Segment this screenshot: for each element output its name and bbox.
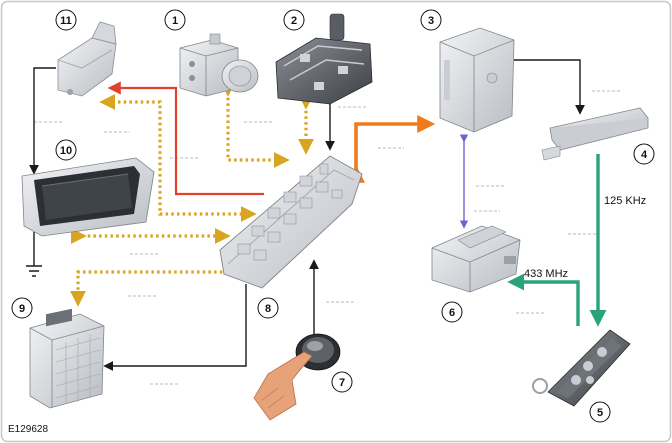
can-bus-links: [70, 80, 314, 307]
callout-label-8: 8: [265, 303, 271, 315]
callout-label-2: 2: [291, 15, 297, 27]
callout-2: 2: [283, 9, 305, 31]
rf-frequency-label: 433 MHz: [524, 268, 568, 280]
callout-9: 9: [11, 297, 33, 319]
wire-3-4: [514, 59, 585, 115]
hardwired-links: [26, 59, 585, 371]
engine-control-module-icon: [29, 308, 105, 409]
pressing-finger-icon: [253, 351, 313, 421]
rf-signal-5-6: [507, 273, 580, 326]
callout-6: 6: [441, 301, 463, 323]
figure-reference-code: E129628: [8, 424, 48, 435]
callout-8: 8: [257, 297, 279, 319]
callout-label-3: 3: [428, 15, 434, 27]
can-link-11-8: [118, 100, 257, 222]
callout-7: 7: [331, 371, 353, 393]
callout-label-9: 9: [19, 303, 25, 315]
callout-1: 1: [164, 9, 186, 31]
callout-label-4: 4: [641, 149, 648, 161]
lf-antenna-icon: [541, 107, 649, 161]
wire-11-10: [29, 67, 56, 175]
callout-4: 4: [633, 143, 655, 165]
keyless-vehicle-module-icon: [439, 27, 515, 133]
steering-column-lock-icon: [57, 21, 117, 97]
abs-module-icon: [179, 33, 259, 97]
callout-label-5: 5: [597, 407, 603, 419]
wire-8-9: [103, 284, 247, 371]
callout-5: 5: [589, 401, 611, 423]
callout-label-6: 6: [449, 307, 455, 319]
can-link-8-9: [70, 264, 240, 307]
ground-symbol: [26, 265, 42, 277]
callout-label-11: 11: [60, 15, 72, 27]
smart-key-fob-icon: [532, 329, 631, 407]
instrument-cluster-icon: [21, 157, 155, 237]
lock-link-8-11: [107, 81, 264, 196]
rf-receiver-icon: [431, 225, 521, 293]
callout-10: 10: [55, 139, 77, 161]
callout-label-10: 10: [60, 145, 72, 157]
kvm-link-3-8: [347, 115, 436, 183]
callout-label-7: 7: [339, 377, 345, 389]
central-junction-box-icon: [219, 155, 363, 289]
transmission-control-icon: [275, 13, 373, 105]
callout-3: 3: [420, 9, 442, 31]
callout-11: 11: [55, 9, 77, 31]
callout-label-1: 1: [172, 15, 178, 27]
lf-frequency-label: 125 KHz: [604, 195, 646, 207]
